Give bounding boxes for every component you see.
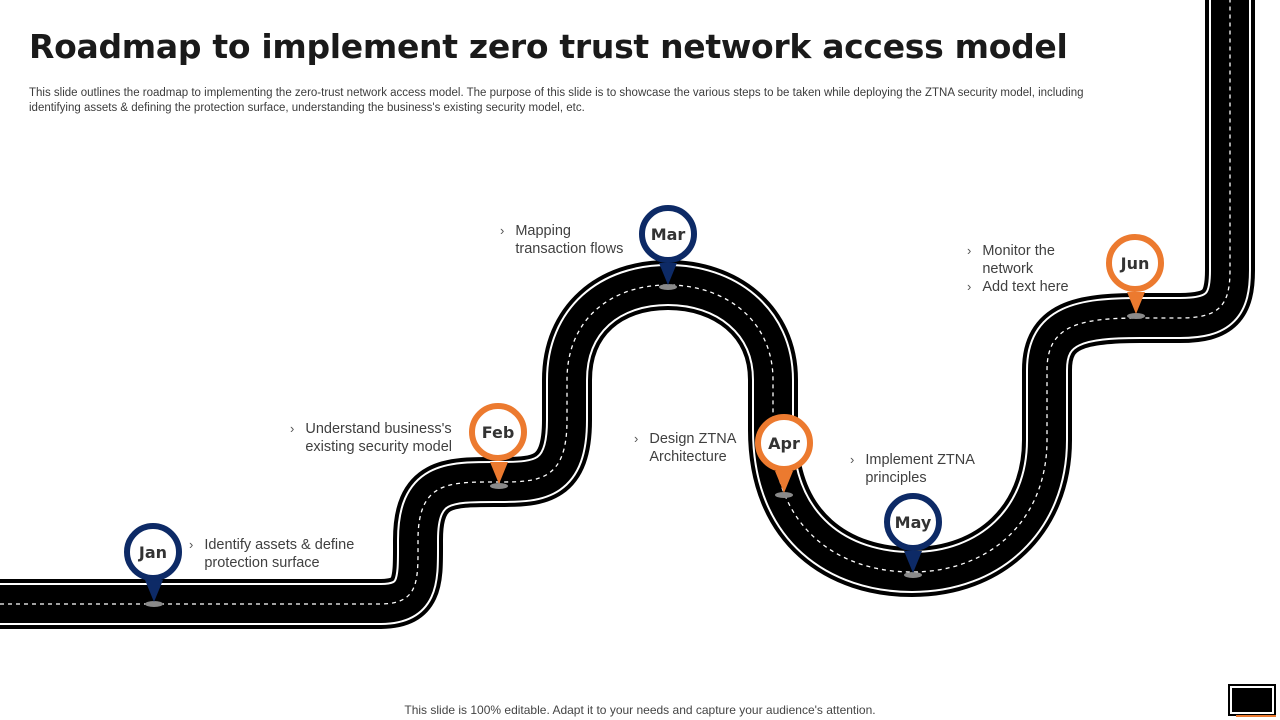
milestone-month: Feb [481,422,515,442]
milestone-text-jan: › Identify assets & define protection sur… [189,536,364,572]
chevron-right-icon: › [500,223,505,238]
chevron-right-icon: › [189,537,194,552]
milestone-bullet: Implement ZTNA principles [865,452,975,486]
milestone-pin-feb: Feb [469,403,527,461]
pin-base [1127,313,1145,319]
pin-base [490,483,508,489]
milestone-text-feb: › Understand business's existing security… [290,420,470,456]
corner-logo [1228,684,1276,716]
milestone-text-jun: › Monitor the network › Add text here [967,242,1082,296]
milestone-month: Apr [768,433,800,453]
chevron-right-icon: › [850,452,855,467]
pin-tail [659,263,677,285]
milestone-month: Jun [1120,253,1150,273]
chevron-right-icon: › [967,243,972,258]
chevron-right-icon: › [967,279,972,294]
chevron-right-icon: › [290,421,295,436]
milestone-bullet: Monitor the network [982,243,1055,277]
page-subtitle: This slide outlines the roadmap to imple… [29,87,1084,114]
pin-base [775,492,793,498]
footer-note: This slide is 100% editable. Adapt it to… [404,703,876,717]
milestone-text-apr: › Design ZTNA Architecture [634,430,749,466]
milestone-month: Jan [138,542,168,562]
milestone-bullet: Understand business's existing security … [305,421,453,455]
pin-tail [490,462,508,484]
page-title: Roadmap to implement zero trust network … [29,27,1068,66]
milestone-pin-may: May [884,493,942,551]
pin-tail [775,471,793,493]
pin-base [904,572,922,578]
milestone-month: May [894,512,932,532]
milestone-bullet: Design ZTNA Architecture [649,431,736,465]
milestone-month: Mar [650,224,686,244]
milestone-pin-apr: Apr [755,414,813,472]
milestone-text-mar: › Mapping transaction flows [500,222,635,258]
milestone-pin-jun: Jun [1106,234,1164,292]
pin-tail [904,551,922,573]
chevron-right-icon: › [634,431,639,446]
milestone-pin-mar: Mar [639,205,697,263]
pin-base [659,284,677,290]
pin-base [145,601,163,607]
milestone-pin-jan: Jan [124,523,182,581]
corner-accent [1236,715,1276,717]
milestone-text-may: › Implement ZTNA principles [850,451,980,487]
pin-tail [1127,292,1145,314]
milestone-bullet: Add text here [982,279,1069,295]
lane-marking [0,0,1230,604]
milestone-bullet: Mapping transaction flows [515,223,624,257]
milestone-bullet: Identify assets & define protection surf… [204,537,355,571]
pin-tail [145,580,163,602]
